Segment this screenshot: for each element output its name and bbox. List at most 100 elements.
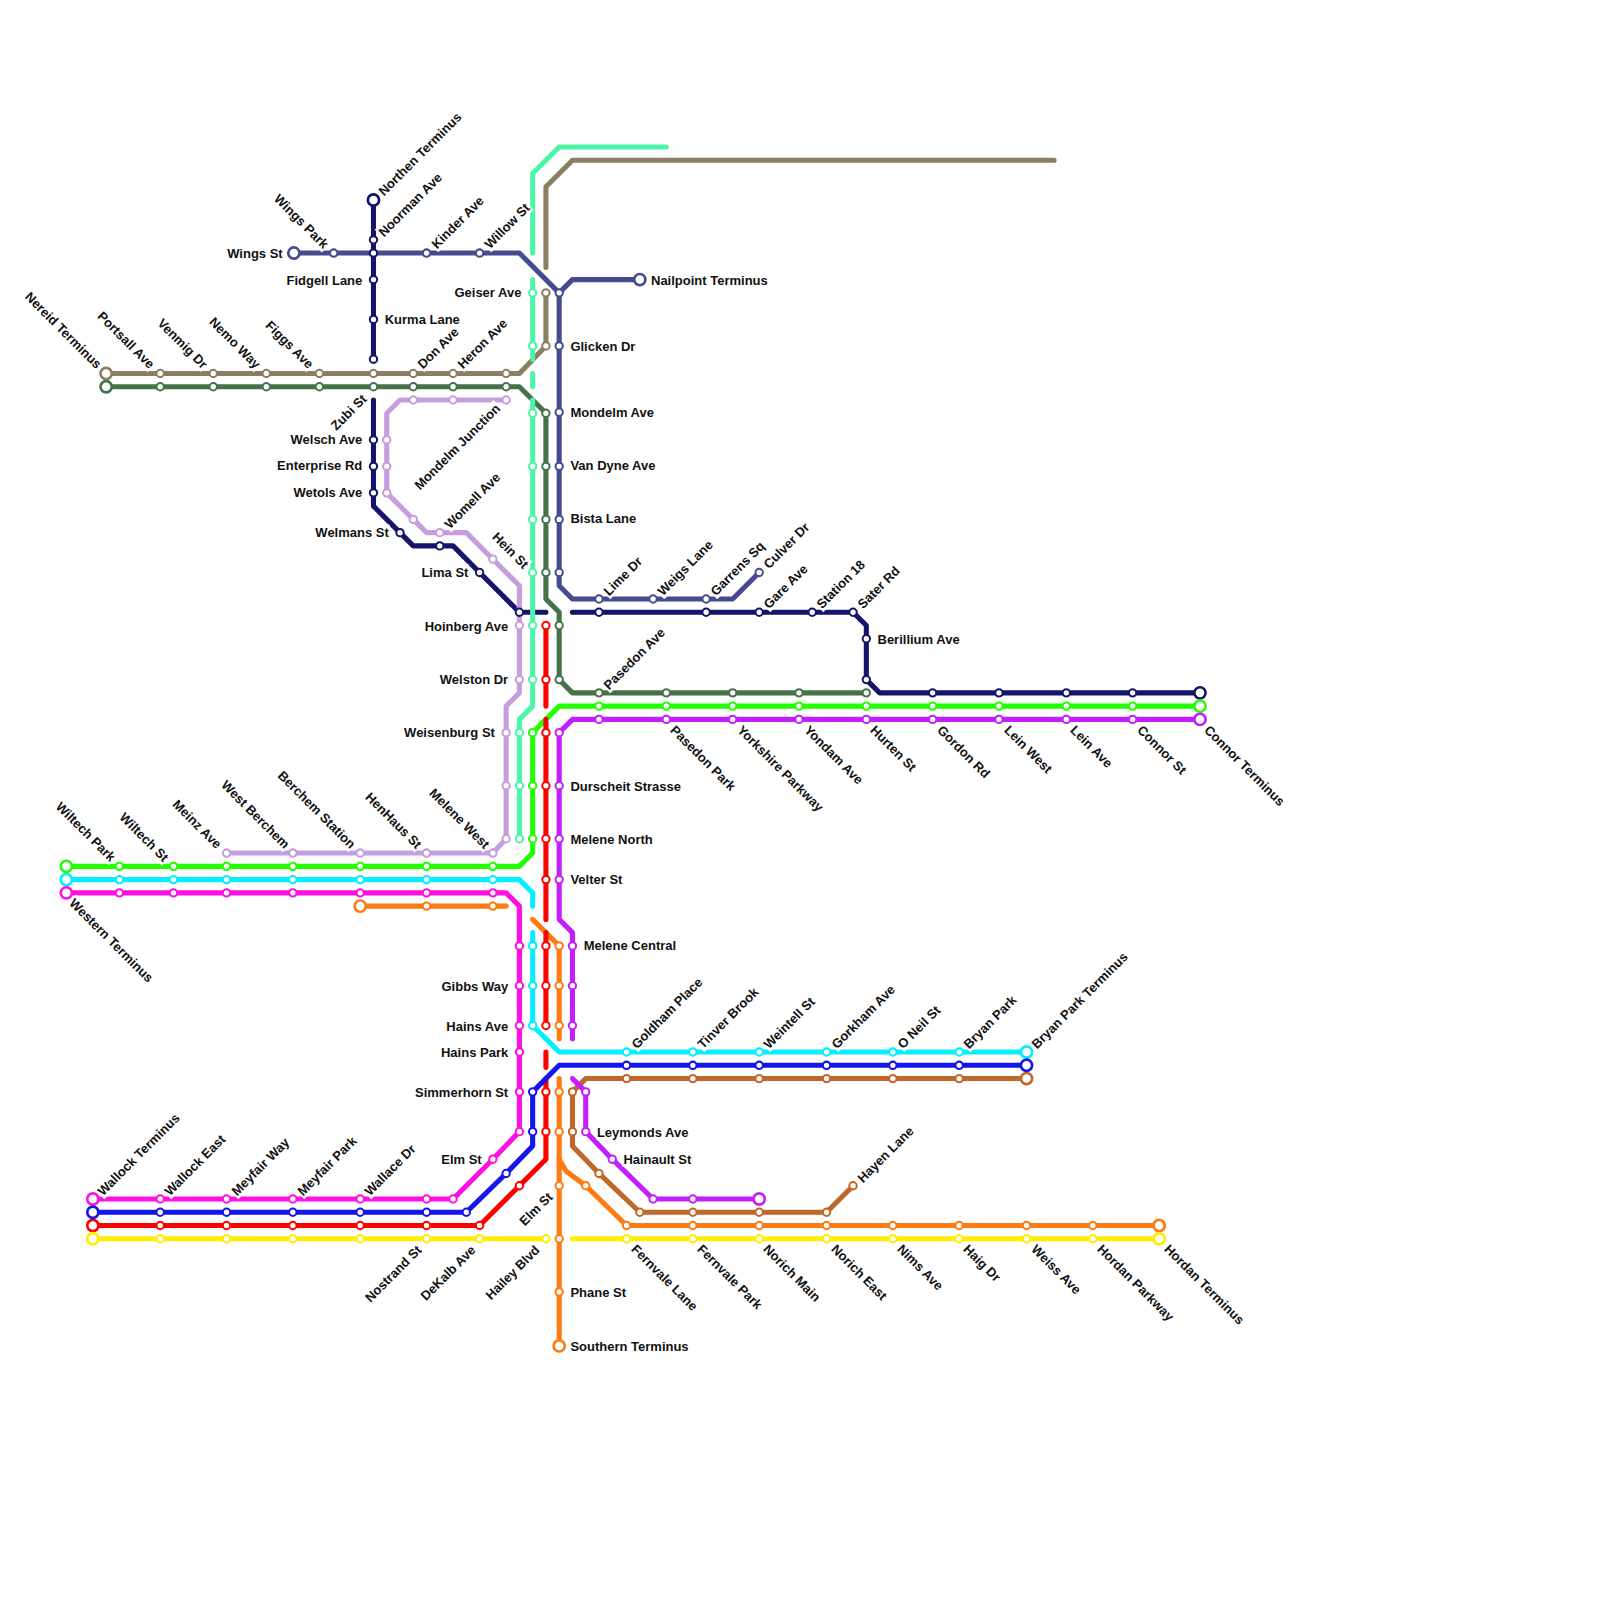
station-label: Glicken Dr (569, 338, 636, 353)
station-marker (516, 942, 523, 949)
station-label: Welston Dr (439, 671, 509, 686)
station-marker (556, 516, 563, 523)
station-marker (288, 247, 299, 258)
station-marker (357, 876, 364, 883)
station-marker (756, 1235, 763, 1242)
station-label: Tinver Brook (694, 984, 763, 1053)
station-marker (556, 569, 563, 576)
station-marker (689, 1209, 696, 1216)
station-marker (370, 489, 377, 496)
station-marker (370, 370, 377, 377)
metro-line (543, 719, 548, 919)
station-marker (556, 1288, 563, 1295)
station-label: Nereid Terminus (21, 289, 105, 373)
station-marker (61, 861, 72, 872)
station-label: Connor Terminus (1201, 721, 1289, 809)
station-marker (542, 876, 549, 883)
station-marker (516, 729, 523, 736)
station-label: Meyfair Way (227, 1134, 292, 1199)
station-marker (170, 889, 177, 896)
station-marker (489, 876, 496, 883)
station-label: Kinder Ave (427, 192, 487, 252)
station-marker (756, 1048, 763, 1055)
station-marker (370, 383, 377, 390)
metro-line (360, 904, 506, 909)
station-marker (889, 1048, 896, 1055)
station-marker (223, 863, 230, 870)
station-marker (423, 1209, 430, 1216)
station-marker (556, 676, 563, 683)
station-marker (157, 1235, 164, 1242)
station-marker (542, 569, 549, 576)
station-marker (929, 702, 936, 709)
station-label: Norich Main (760, 1241, 825, 1306)
station-marker (410, 516, 417, 523)
station-marker (210, 383, 217, 390)
station-marker (357, 1222, 364, 1229)
station-label: Hains Ave (445, 1018, 509, 1033)
station-marker (556, 782, 563, 789)
station-label: Meyfair Park (294, 1132, 361, 1199)
station-marker (595, 1170, 602, 1177)
station-label: Venmig Dr (154, 315, 211, 372)
station-marker (889, 1235, 896, 1242)
station-marker (87, 1233, 98, 1244)
metro-line (543, 626, 548, 707)
station-marker (556, 729, 563, 736)
station-marker (929, 689, 936, 696)
station-marker (689, 1222, 696, 1229)
station-marker (823, 1048, 830, 1055)
station-label: Wallace Dr (361, 1141, 420, 1200)
station-marker (316, 383, 323, 390)
station-label: Wiltech St (116, 809, 172, 865)
station-marker (223, 1209, 230, 1216)
station-marker (1194, 714, 1205, 725)
station-label: Yondam Ave (801, 721, 867, 787)
metro-line (559, 280, 640, 293)
station-label: Wiltech Park (52, 798, 119, 865)
station-marker (1129, 689, 1136, 696)
station-label: Elm St (516, 1189, 557, 1230)
station-marker (823, 1062, 830, 1069)
station-marker (956, 1062, 963, 1069)
station-label: Wings Park (270, 190, 332, 252)
station-marker (463, 1209, 470, 1216)
station-label: Western Terminus (66, 895, 157, 986)
station-label: Lima St (420, 565, 469, 580)
station-marker (529, 463, 536, 470)
station-marker (423, 902, 430, 909)
station-marker (529, 569, 536, 576)
station-marker (823, 1235, 830, 1242)
station-marker (863, 676, 870, 683)
station-marker (609, 1156, 616, 1163)
station-marker (423, 1222, 430, 1229)
station-marker (554, 1340, 565, 1351)
station-label: Figgs Ave (262, 317, 317, 372)
station-marker (157, 370, 164, 377)
station-marker (449, 370, 456, 377)
station-marker (956, 1222, 963, 1229)
station-marker (357, 889, 364, 896)
station-marker (556, 1022, 563, 1029)
station-marker (502, 835, 509, 842)
station-marker (516, 1022, 523, 1029)
station-label: Hains Park (440, 1045, 509, 1060)
station-marker (289, 1222, 296, 1229)
station-marker (756, 609, 763, 616)
station-marker (995, 689, 1002, 696)
station-label: Haig Dr (960, 1241, 1005, 1286)
station-marker (87, 1220, 98, 1231)
station-marker (795, 716, 802, 723)
station-label: Melene West (426, 785, 494, 853)
station-label: Hayen Lane (854, 1122, 918, 1186)
station-marker (663, 716, 670, 723)
station-marker (423, 863, 430, 870)
station-label: Elm St (440, 1152, 482, 1167)
metro-line (543, 1052, 548, 1067)
station-label: Bryan Park (960, 992, 1021, 1053)
station-label: Lein West (1001, 721, 1056, 776)
station-marker (595, 595, 602, 602)
station-label: Welmans St (314, 524, 389, 539)
station-marker (370, 316, 377, 323)
station-marker (449, 383, 456, 390)
